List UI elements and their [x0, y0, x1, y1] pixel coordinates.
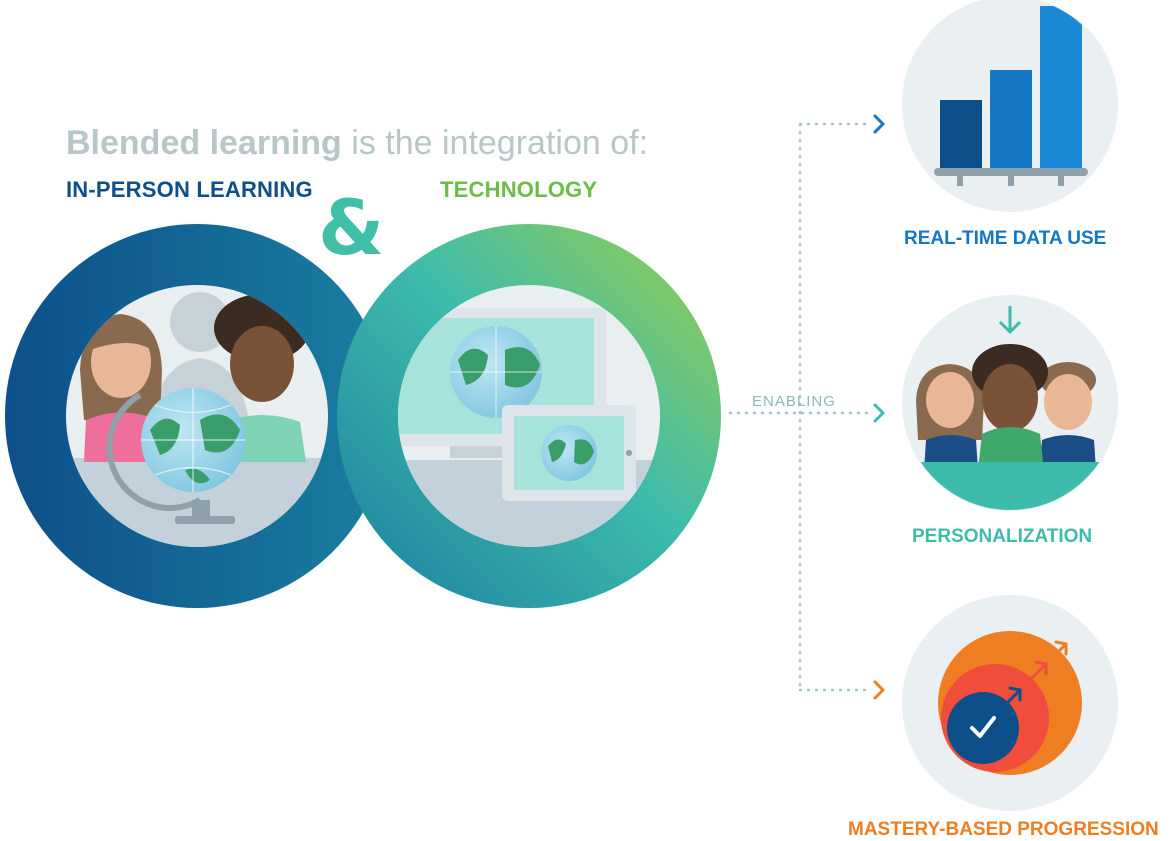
headline-rest: is the integration of: [341, 124, 649, 162]
headline: Blended learning is the integration of: [66, 124, 648, 163]
technology-circle [337, 224, 721, 608]
technology-label: TECHNOLOGY [440, 177, 598, 202]
mastery-circles-icon [902, 595, 1118, 811]
personalization-icon [902, 295, 1118, 511]
real-time-data-label: REAL-TIME DATA USE [904, 228, 1107, 249]
enabling-connector [728, 122, 870, 692]
people-globe-icon [66, 292, 328, 547]
devices-globe-icon [398, 308, 660, 547]
connector-arrowheads [873, 114, 885, 700]
mastery-progression-label: MASTERY-BASED PROGRESSION [848, 819, 1159, 840]
in-person-circle [5, 224, 389, 608]
in-person-learning-label: IN-PERSON LEARNING [66, 177, 313, 202]
checkmark-icon [970, 716, 996, 738]
enabling-label: ENABLING [752, 393, 836, 410]
bar-chart-icon [940, 6, 1082, 168]
headline-bold: Blended learning [66, 124, 342, 162]
ampersand: & [318, 183, 385, 272]
personalization-label: PERSONALIZATION [912, 526, 1093, 547]
real-time-data-icon [902, 0, 1118, 212]
